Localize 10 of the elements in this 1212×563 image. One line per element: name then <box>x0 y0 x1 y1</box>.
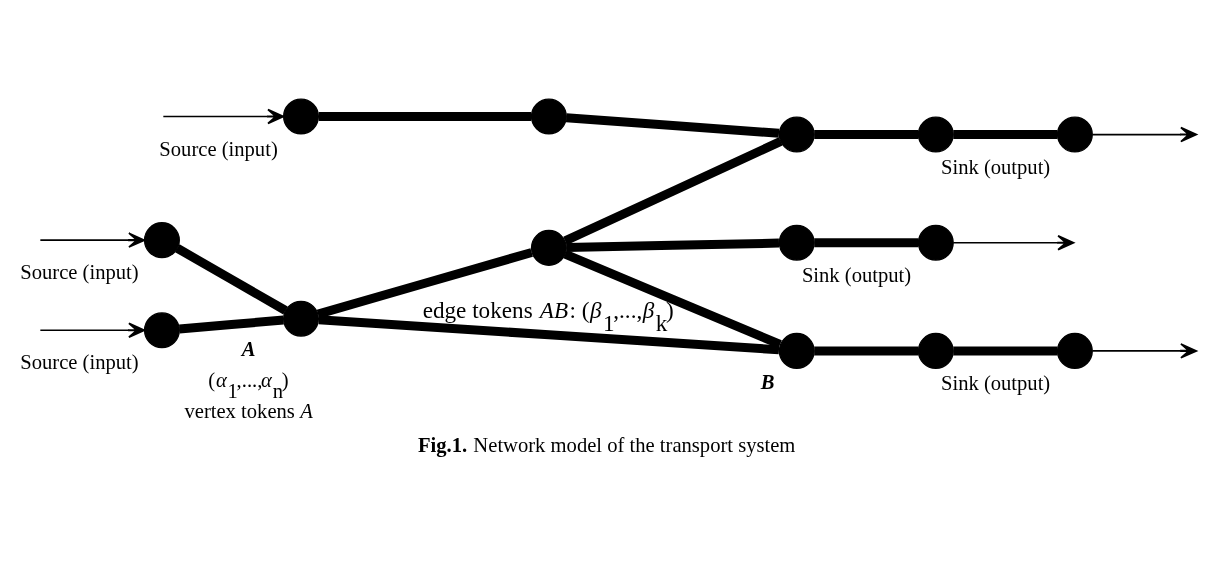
node-label: vertex tokens A <box>184 399 313 422</box>
node-label: Sink (output) <box>940 371 1051 394</box>
node-label: Source (input) <box>20 260 139 283</box>
node-label: B <box>760 370 775 393</box>
node-label: Source (input) <box>20 350 139 373</box>
node-label: Sink (output) <box>940 155 1051 178</box>
node-label: Source (input) <box>159 137 278 160</box>
caption: Fig.1. Network model of the transport system <box>418 433 796 456</box>
node-label: A <box>241 337 256 360</box>
node-label: Sink (output) <box>801 263 912 286</box>
